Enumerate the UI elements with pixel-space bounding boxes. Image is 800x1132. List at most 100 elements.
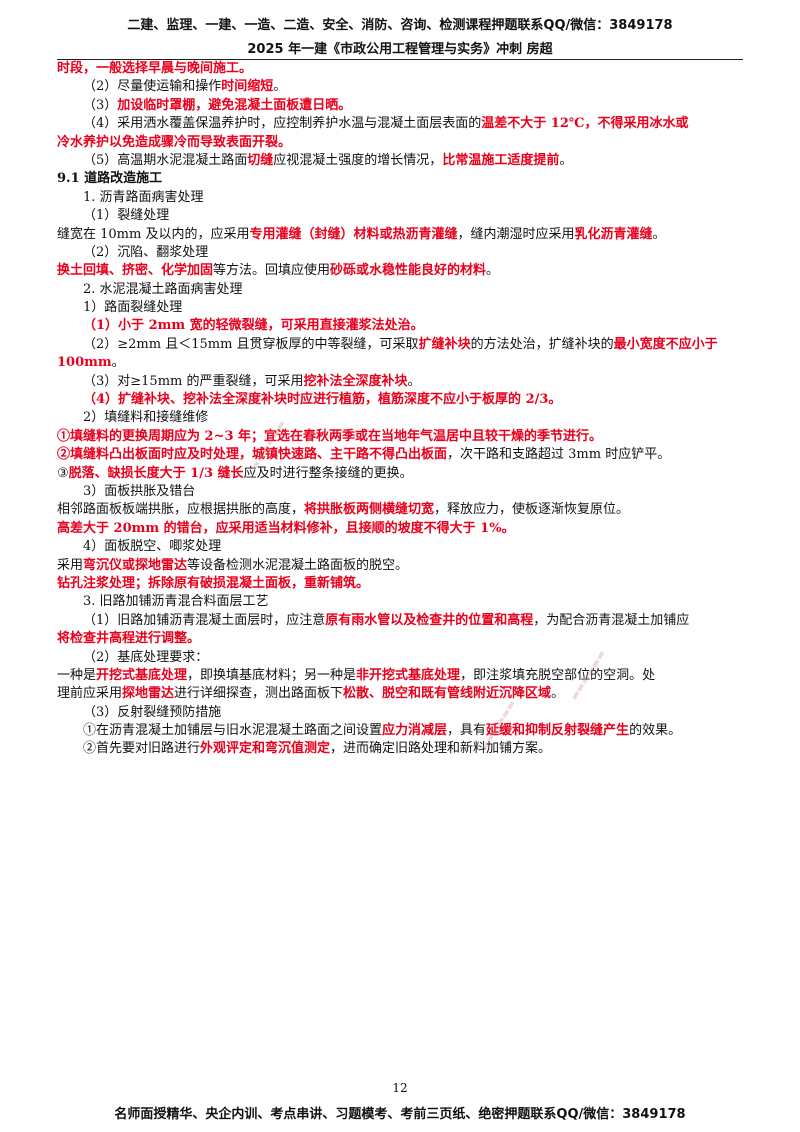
text-line: 将检查井高程进行调整。 [57, 630, 745, 648]
text-line: 钻孔注浆处理；拆除原有破损混凝土面板，重新铺筑。 [57, 575, 745, 593]
text-line: 换土回填、挤密、化学加固等方法。回填应使用砂砾或水稳性能良好的材料。 [57, 262, 745, 280]
text-line: 1）路面裂缝处理 [57, 299, 745, 317]
text-line: （1）小于 2mm 宽的轻微裂缝，可采用直接灌浆法处治。 [57, 317, 745, 335]
highlighted-text: 100mm [57, 355, 112, 371]
page-number: 12 [392, 1081, 408, 1095]
text-line: 100mm。 [57, 354, 745, 372]
highlighted-text: 开挖式基底处理 [96, 667, 188, 683]
text-run: 。 [486, 263, 500, 279]
text-line: ①在沥青混凝土加铺层与旧水泥混凝土路面之间设置应力消减层，具有延缓和抑制反射裂缝… [57, 722, 745, 740]
text-run: 2）填缝料和接缝维修 [83, 410, 209, 426]
page-header-title: 2025 年一建《市政公用工程管理与实务》冲刺 房超 [247, 42, 553, 57]
text-run: （3）反射裂缝预防措施 [83, 704, 222, 720]
text-run: ，释放应力，使板逐渐恢复原位。 [434, 502, 630, 518]
highlighted-text: （4） [83, 392, 119, 408]
text-line: ②填缝料凸出板面时应及时处理，城镇快速路、主干路不得凸出板面，次干路和支路超过 … [57, 446, 745, 464]
highlighted-text: 原有雨水管以及检查井的位置和高程 [325, 612, 534, 628]
highlighted-text: 应力消减层 [382, 723, 448, 739]
text-run: （2）基底处理要求： [83, 649, 209, 665]
text-line: （4）采用洒水覆盖保温养护时，应控制养护水温与混凝土面层表面的温差不大于 12℃… [57, 115, 745, 133]
highlighted-text: 钻孔注浆处理；拆除原有破损混凝土面板，重新铺筑。 [57, 575, 370, 591]
highlighted-text: 砂砾或水稳性能良好的材料 [330, 263, 487, 279]
highlighted-text: 比常温施工适度提前 [442, 152, 560, 168]
highlighted-text: 弯沉仪或探地雷达 [83, 557, 188, 573]
text-line: 冷水养护以免造成骤冷而导致表面开裂。 [57, 134, 745, 152]
text-run: 。 [551, 686, 565, 702]
text-run: 等方法。回填应使用 [213, 263, 331, 279]
text-run: 3）面板拱胀及错台 [83, 483, 196, 499]
highlighted-text: 外观评定和弯沉值测定 [200, 741, 331, 757]
text-run: 3. 旧路加铺沥青混合料面层工艺 [83, 594, 269, 610]
text-run: （1）裂缝处理 [83, 208, 170, 224]
text-line: （2）沉陷、翻浆处理 [57, 244, 745, 262]
text-line: （3）加设临时罩棚，避免混凝土面板遭日晒。 [57, 97, 745, 115]
text-run: （2）沉陷、翻浆处理 [83, 244, 209, 260]
text-run: 2. 水泥混凝土路面病害处理 [83, 281, 243, 297]
text-run: （3） [83, 97, 118, 113]
text-line: 高差大于 20mm 的错台，应采用适当材料修补，且接顺的坡度不得大于 1%。 [57, 520, 745, 538]
highlighted-text: 延缓和抑制反射裂缝产生 [486, 723, 630, 739]
text-line: （2）≥2mm 且＜15mm 且贯穿板厚的中等裂缝，可采取扩缝补块的方法处治，扩… [57, 336, 745, 354]
highlighted-text: 非开挖式基底处理 [356, 667, 461, 683]
text-line: （3）对≥15mm 的严重裂缝，可采用挖补法全深度补块。 [57, 373, 745, 391]
text-run: 1）路面裂缝处理 [83, 300, 183, 316]
highlighted-text: 扩缝补块 [418, 336, 471, 352]
text-run: （2）≥2mm 且＜15mm 且贯穿板厚的中等裂缝，可采取 [83, 336, 419, 352]
highlighted-text: 松散、脱空和既有管线附近沉降区域 [343, 686, 552, 702]
text-line: ③脱落、缺损长度大于 1/3 缝长应及时进行整条接缝的更换。 [57, 465, 745, 483]
text-line: 相邻路面板板端拱胀，应根据拱胀的高度，将拱胀板两侧横缝切宽，释放应力，使板逐渐恢… [57, 501, 745, 519]
text-run: （4）采用洒水覆盖保温养护时，应控制养护水温与混凝土面层表面的 [83, 116, 482, 132]
text-run: 。 [559, 152, 573, 168]
text-run: 。 [111, 355, 125, 371]
highlighted-text: 温差不大于 12℃，不得采用冰水或 [481, 116, 689, 132]
text-line: （5）高温期水泥混凝土路面切缝应视混凝土强度的增长情况，比常温施工适度提前。 [57, 152, 745, 170]
text-run: 相邻路面板板端拱胀，应根据拱胀的高度， [57, 502, 305, 518]
text-run: ，为配合沥青混凝土加铺应 [533, 612, 690, 628]
highlighted-text: ②填缝料凸出板面时应及时处理，城镇快速路、主干路不得凸出板面 [57, 447, 448, 463]
page-footer: 名师面授精华、央企内训、考点串讲、习题模考、考前三页纸、绝密押题联系QQ/微信：… [114, 1107, 686, 1122]
text-run: ①在沥青混凝土加铺层与旧水泥混凝土路面之间设置 [83, 723, 383, 739]
highlighted-text: 将拱胀板两侧横缝切宽 [304, 502, 435, 518]
text-run: 。 [273, 79, 287, 95]
document-body: 时段，一般选择早晨与晚间施工。 （2）尽量使运输和操作时间缩短。 （3）加设临时… [57, 60, 745, 759]
highlighted-text: 探地雷达 [122, 686, 175, 702]
text-run: 1. 沥青路面病害处理 [83, 189, 204, 205]
text-run: 采用 [57, 557, 84, 573]
text-line: （1）裂缝处理 [57, 207, 745, 225]
text-run: 。 [407, 373, 421, 389]
text-line: （2）基底处理要求： [57, 649, 745, 667]
highlighted-text: 挖补法全深度补块 [303, 373, 408, 389]
text-run: （2）尽量使运输和操作 [83, 79, 222, 95]
text-run: 理前应采用 [57, 686, 123, 702]
text-line: （1）旧路加铺沥青混凝土面层时，应注意原有雨水管以及检查井的位置和高程，为配合沥… [57, 612, 745, 630]
text-line: 一种是开挖式基底处理，即换填基底材料；另一种是非开挖式基底处理，即注浆填充脱空部… [57, 667, 745, 685]
text-run: 的方法处治，扩缝补块的 [470, 336, 614, 352]
text-line: ②首先要对旧路进行外观评定和弯沉值测定，进而确定旧路处理和新料加铺方案。 [57, 740, 745, 758]
highlighted-text: 冷水养护以免造成骤冷而导致表面开裂。 [57, 134, 292, 150]
text-line: 缝宽在 10mm 及以内的，应采用专用灌缝（封缝）材料或热沥青灌缝，缝内潮湿时应… [57, 226, 745, 244]
highlighted-text: 专用灌缝（封缝）材料或热沥青灌缝 [249, 226, 458, 242]
highlighted-text: 脱落、缺损长度大于 1/3 缝长 [68, 465, 244, 481]
text-run: 4）面板脱空、唧浆处理 [83, 539, 222, 555]
highlighted-text: 时间缩短 [221, 79, 274, 95]
text-line: （3）反射裂缝预防措施 [57, 704, 745, 722]
text-line: （2）尽量使运输和操作时间缩短。 [57, 78, 745, 96]
highlighted-text: 将检查井高程进行调整。 [57, 631, 201, 647]
text-line: （4）扩缝补块、挖补法全深度补块时应进行植筋，植筋深度不应小于板厚的 2/3。 [57, 391, 745, 409]
text-line: 2）填缝料和接缝维修 [57, 409, 745, 427]
header-divider [57, 59, 743, 60]
highlighted-text: 时段，一般选择早晨与晚间施工。 [57, 61, 253, 76]
text-line: 采用弯沉仪或探地雷达等设备检测水泥混凝土路面板的脱空。 [57, 557, 745, 575]
text-run: 。 [652, 226, 666, 242]
section-heading: 9.1 道路改造施工 [57, 170, 745, 188]
text-run: ②首先要对旧路进行 [83, 741, 201, 757]
text-line: ①填缝料的更换周期应为 2~3 年；宜选在春秋两季或在当地年气温居中且较干燥的季… [57, 428, 745, 446]
highlighted-text: 扩缝补块、挖补法全深度补块时应进行植筋，植筋深度不应小于板厚的 2/3。 [118, 392, 562, 408]
text-line: 时段，一般选择早晨与晚间施工。 [57, 60, 745, 78]
text-run: （3）对≥15mm 的严重裂缝，可采用 [83, 373, 304, 389]
text-run: ，即换填基底材料；另一种是 [187, 667, 357, 683]
text-run: ，即注浆填充脱空部位的空洞。处 [460, 667, 656, 683]
highlighted-text: 乳化沥青灌缝 [574, 226, 653, 242]
text-run: 一种是 [57, 667, 97, 683]
highlighted-text: 加设临时罩棚，避免混凝土面板遭日晒。 [117, 97, 352, 113]
